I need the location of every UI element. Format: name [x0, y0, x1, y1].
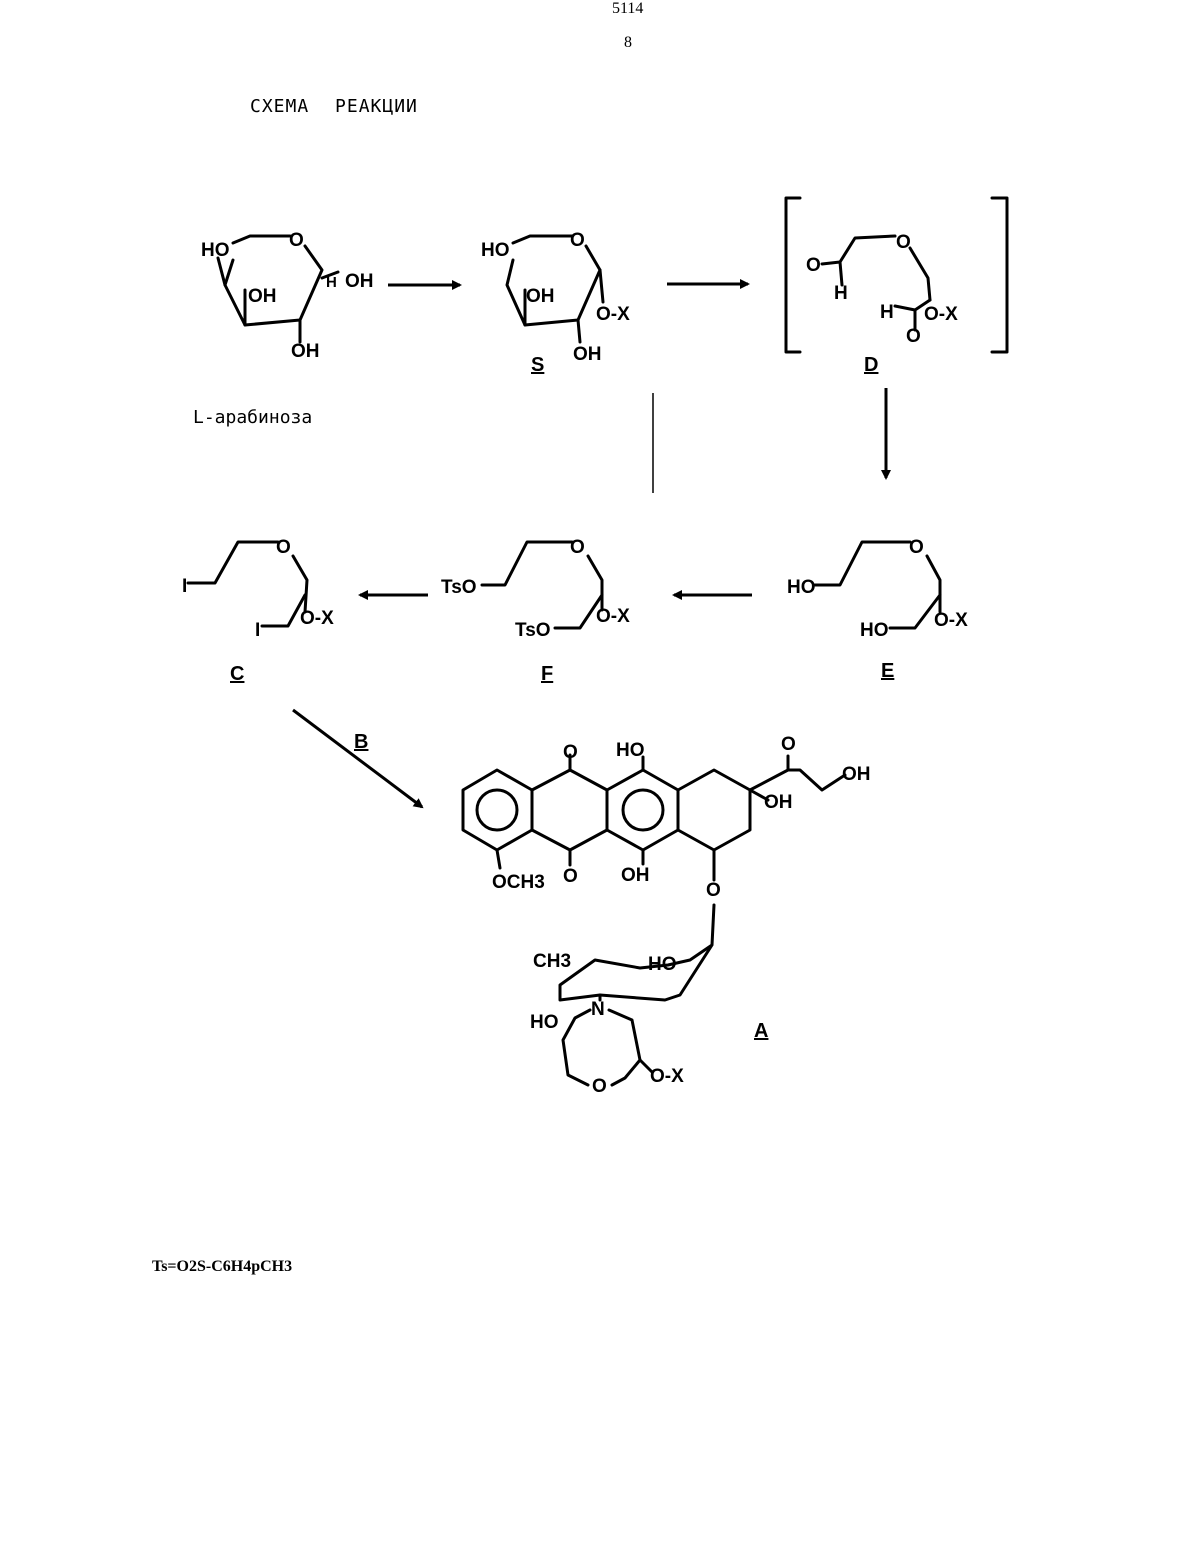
a-label-9: O	[706, 880, 721, 901]
compound-f-id: F	[541, 663, 553, 685]
f-label-2: O	[570, 537, 585, 558]
d-label-3: O	[896, 232, 911, 253]
compound-s-structure: HO O OH OH O-X S	[481, 230, 630, 376]
compound-e-structure: HO O HO O-X E	[787, 537, 968, 682]
s-label-3: OH	[526, 286, 555, 307]
c-label-4: O-X	[300, 608, 334, 629]
f-label-4: O-X	[596, 606, 630, 627]
arabinose-label-4: OH	[345, 271, 374, 292]
a-label-10: O	[781, 734, 796, 755]
compound-c-structure: I O I O-X C	[182, 537, 334, 685]
s-label-1: HO	[481, 240, 510, 261]
a-label-4: OH	[764, 792, 793, 813]
compound-d-structure: O H O H O O-X D	[786, 198, 1007, 376]
a-label-ring-o: HO	[648, 954, 677, 975]
e-label-3: HO	[860, 620, 889, 641]
compound-e-id: E	[881, 660, 894, 682]
arabinose-structure: HO O OH OH OH H L-арабиноза	[193, 230, 374, 428]
a-label-6: OCH3	[492, 872, 545, 893]
compound-a-structure: O HO OH OH OH OCH3 O HO O O CH3 HO N O O…	[463, 734, 871, 1097]
compound-c-id: C	[230, 663, 244, 685]
d-label-5: O	[906, 326, 921, 347]
e-label-2: O	[909, 537, 924, 558]
c-label-2: O	[276, 537, 291, 558]
a-label-11: CH3	[533, 951, 571, 972]
compound-d-id: D	[864, 354, 878, 376]
s-label-5: O-X	[596, 304, 630, 325]
d-label-1: O	[806, 255, 821, 276]
s-label-4: OH	[573, 344, 602, 365]
d-label-6: O-X	[924, 304, 958, 325]
c-label-3: I	[255, 620, 260, 641]
d-label-4: H	[880, 302, 894, 323]
e-label-4: O-X	[934, 610, 968, 631]
a-label-2: HO	[616, 740, 645, 761]
arabinose-label-3: OH	[248, 286, 277, 307]
reagent-b-label: B	[354, 731, 368, 753]
a-label-3: OH	[842, 764, 871, 785]
arabinose-h: H	[326, 274, 337, 291]
a-label-8: HO	[530, 1012, 559, 1033]
arrow-c-to-a	[293, 710, 422, 807]
a-label-12: N	[591, 999, 605, 1020]
d-label-2: H	[834, 283, 848, 304]
a-label-14: O-X	[650, 1066, 684, 1087]
compound-s-id: S	[531, 354, 544, 376]
ts-definition: Ts=O2S-C6H4pCH3	[152, 1258, 292, 1275]
f-label-3: TsO	[515, 620, 551, 641]
arabinose-label-2: O	[289, 230, 304, 251]
a-label-5: OH	[621, 865, 650, 886]
arabinose-name: L-арабиноза	[193, 407, 312, 428]
f-label-1: TsO	[441, 577, 477, 598]
compound-a-id: A	[754, 1020, 768, 1042]
a-label-13: O	[592, 1076, 607, 1097]
a-label-7: O	[563, 866, 578, 887]
a-label-1: O	[563, 742, 578, 763]
arabinose-label-1: HO	[201, 240, 230, 261]
compound-f-structure: TsO O TsO O-X F	[441, 537, 630, 685]
arabinose-label-5: OH	[291, 341, 320, 362]
s-label-2: O	[570, 230, 585, 251]
c-label-1: I	[182, 576, 187, 597]
e-label-1: HO	[787, 577, 816, 598]
